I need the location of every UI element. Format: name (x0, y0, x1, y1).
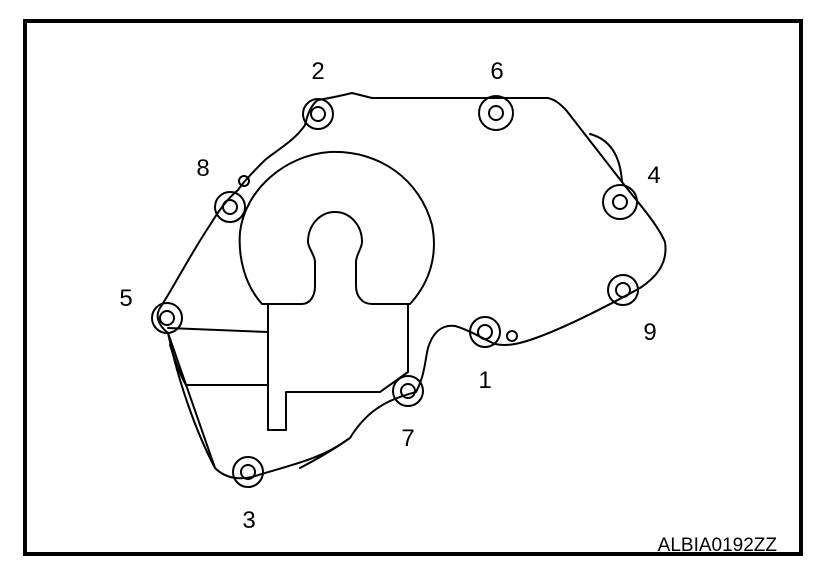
figure-frame (23, 19, 803, 556)
bolt-boss-9 (607, 274, 639, 306)
bolt-boss-4 (602, 184, 638, 220)
bolt-label-6: 6 (490, 58, 503, 85)
leg-line (167, 332, 216, 469)
inner-recess (238, 150, 435, 305)
dowel-hole-lower (506, 330, 518, 342)
bolt-label-3: 3 (242, 507, 255, 534)
dowel-hole-upper (238, 175, 250, 187)
bolt-label-1: 1 (478, 367, 491, 394)
bolt-boss-6 (478, 95, 514, 131)
bolt-label-4: 4 (647, 162, 660, 189)
lower-block (267, 303, 409, 431)
bottom-bump (299, 437, 351, 469)
bolt-boss-5 (151, 302, 183, 334)
bolt-boss-3 (232, 456, 264, 488)
bolt-label-9: 9 (643, 319, 656, 346)
cover-outline (156, 92, 667, 480)
bolt-boss-2 (302, 98, 334, 130)
figure-code: ALBIA0192ZZ (658, 535, 778, 556)
bolt-label-7: 7 (401, 425, 414, 452)
bolt-label-8: 8 (196, 155, 209, 182)
bolt-boss-1 (469, 316, 501, 348)
bolt-label-5: 5 (119, 285, 132, 312)
bolt-boss-8 (214, 191, 246, 223)
bolt-label-2: 2 (311, 58, 324, 85)
right-bump (589, 133, 623, 183)
bolt-boss-7 (392, 375, 424, 407)
